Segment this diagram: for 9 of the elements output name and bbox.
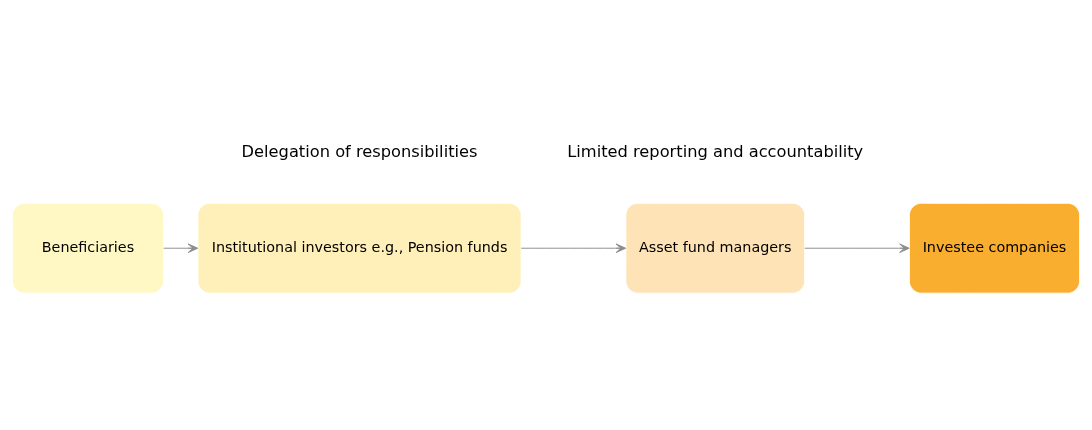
node-box: Institutional investors e.g., Pension funds	[197, 202, 522, 294]
arrow	[804, 243, 910, 253]
arrow	[163, 243, 199, 253]
label: Delegation of responsibilities	[241, 141, 478, 161]
node-box: Beneficiaries	[11, 202, 164, 294]
label: Limited reporting and accountability	[567, 141, 864, 161]
arrow	[520, 243, 627, 253]
node-box: Investee companies	[908, 202, 1081, 294]
node-box: Asset fund managers	[625, 202, 806, 294]
